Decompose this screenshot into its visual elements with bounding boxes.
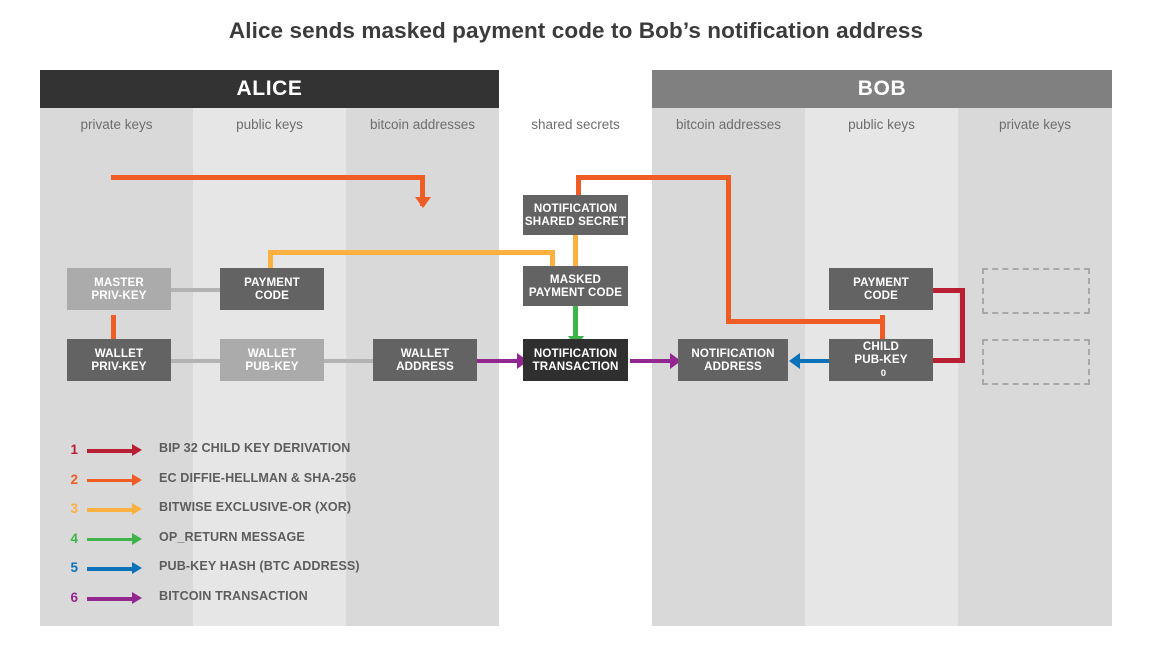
connector-master-to-payment-code [171,288,229,292]
legend-arrow-icon [132,473,142,486]
connector-xor-payment-code-horizontal [268,250,555,255]
connector-op-return-masked-to-tx [573,306,578,344]
connector-ec-dh-bob-horizontal [576,175,731,180]
party-band-bob: BOB [652,70,1112,108]
node-label-line2: PRIV-KEY [91,289,147,302]
legend-number: 3 [70,501,78,517]
node-label-line2: PRIV-KEY [91,360,147,373]
node-label-line2: ADDRESS [396,360,454,373]
column-header-alice-private-keys: private keys [80,117,153,132]
arrow-btc-tx-into-notification-tx [517,353,528,369]
legend-number: 1 [70,442,78,457]
child-key-index: 0 [880,367,887,379]
legend-label: BITWISE EXCLUSIVE-OR (XOR) [159,500,352,515]
legend-arrow-icon [132,503,142,516]
connector-wallet-pub-to-address [324,359,382,363]
node-label-line1: NOTIFICATION [533,346,618,360]
legend-label: BIP 32 CHILD KEY DERIVATION [159,441,351,455]
node-label-line1: WALLET [94,346,144,360]
column-header-shared-secrets: shared secrets [531,117,620,132]
legend-line [87,449,132,453]
node-label-line1: WALLET [247,346,297,360]
node-label-line2: ADDRESS [704,360,762,373]
connector-xor-secret-to-masked [573,235,578,277]
column-header-bob-public-keys: public keys [848,117,915,132]
node-label-line1: WALLET [400,346,450,360]
node-label-line2: PUB-KEY [245,360,299,373]
arrow-pubkey-hash-into-notification-address [789,353,800,369]
node-label-line1: PAYMENT [853,275,909,289]
connector-ec-dh-alice-horizontal [111,175,425,180]
column-header-alice-bitcoin-addresses: bitcoin addresses [369,117,476,132]
legend-label: PUB-KEY HASH (BTC ADDRESS) [159,559,360,574]
node-label-line1: NOTIFICATION [533,201,618,215]
legend-line [87,567,132,571]
page-title: Alice sends masked payment code to Bob’s… [228,18,924,43]
party-label-bob: BOB [857,77,907,100]
node-label-line1: NOTIFICATION [691,346,775,360]
connector-bip32-payment-code-exit [933,288,965,293]
connector-ec-dh-bob-drop [576,175,581,206]
diagram-board: ALICE BOB private keys public keys bitco… [40,70,1112,626]
legend-number: 5 [70,560,78,576]
legend-number: 2 [70,471,78,487]
legend-arrow-icon [132,532,142,545]
node-label-line1: CHILD [862,339,900,353]
connector-btc-tx-address-to-tx [477,359,525,363]
legend-number: 6 [70,589,78,605]
legend-label: BITCOIN TRANSACTION [159,588,308,603]
legend-line [87,478,132,483]
column-header-bob-private-keys: private keys [998,117,1072,132]
connector-btc-tx-to-bob-address [630,359,678,363]
legend-number: 4 [70,530,78,546]
connector-xor-payment-code-riser [268,250,273,282]
node-label-line2-text: PUB-KEY [854,353,908,367]
node-label-line2: CODE [254,289,290,302]
node-label-line1: PAYMENT [244,275,300,289]
legend-arrow-icon [132,444,142,456]
arrow-ec-dh-into-shared-secret-left [414,197,431,208]
arrow-btc-tx-into-bob-address [670,353,681,369]
connector-ec-dh-bob-lower [726,319,885,324]
legend-arrow-icon [132,562,142,575]
column-header-bob-bitcoin-addresses: bitcoin addresses [675,117,782,132]
node-label-line2: PAYMENT CODE [528,286,623,299]
column-header-alice-public-keys: public keys [236,117,303,132]
legend-line [87,537,132,542]
legend-label: EC DIFFIE-HELLMAN & SHA-256 [159,470,357,485]
legend-label: OP_RETURN MESSAGE [159,529,305,544]
node-label-line1: MASKED [549,272,602,286]
connector-xor-payment-code-drop [550,250,555,277]
connector-bip32-into-child [920,358,965,363]
node-label-line1: MASTER [94,275,144,289]
node-label-line2: CODE [863,289,899,302]
node-label-line2: SHARED SECRET [524,215,627,228]
legend-arrow-icon [132,591,142,604]
party-label-alice: ALICE [236,77,303,100]
node-label-line2: TRANSACTION [532,360,619,373]
legend-line [87,596,132,601]
party-band-alice: ALICE [40,70,499,108]
connector-ec-dh-alice-drop [420,175,425,206]
node-bob-private-key-placeholder-2 [982,339,1090,385]
node-bob-private-key-placeholder-1 [982,268,1090,314]
connector-bip32-vertical [960,288,965,361]
connector-wallet-priv-to-pub [171,359,229,363]
connector-ec-dh-bob-riser [726,175,731,324]
legend-line [87,508,132,512]
